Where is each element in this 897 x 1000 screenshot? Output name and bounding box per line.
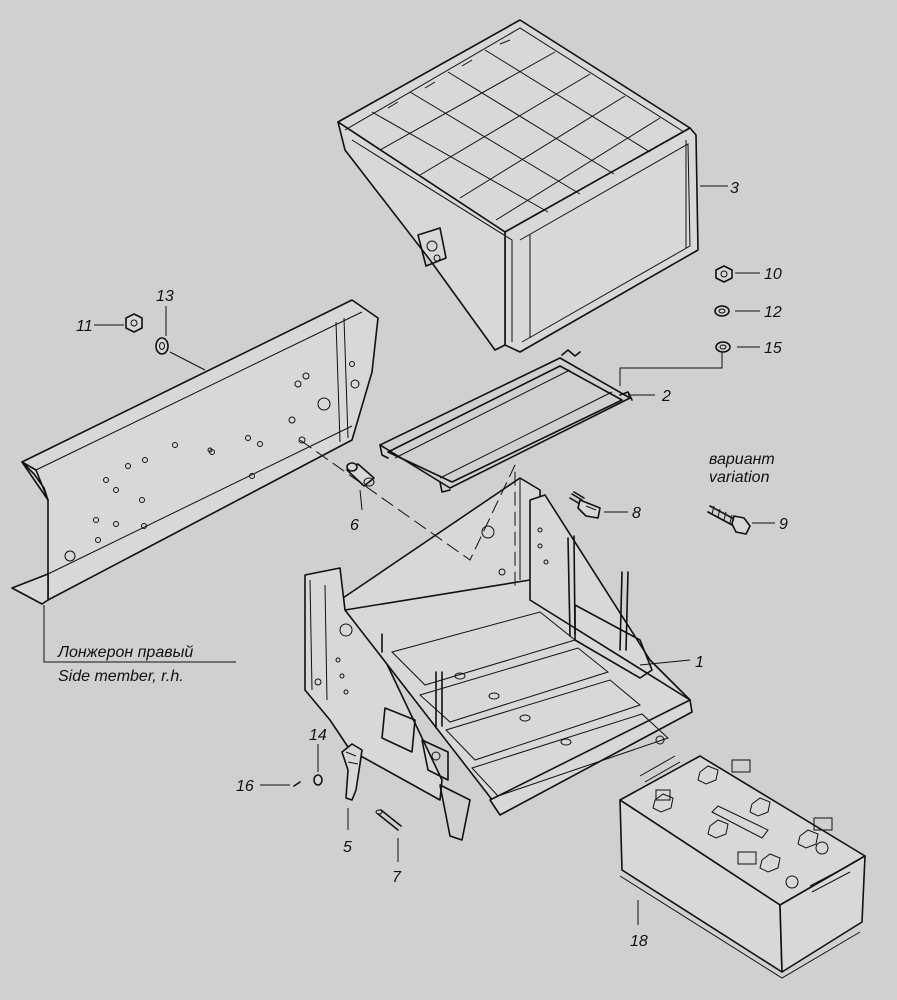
- label-part-5: 5: [343, 839, 352, 856]
- bolt-9: [707, 505, 751, 535]
- pin-7: [375, 809, 402, 831]
- label-part-13: 13: [156, 288, 174, 305]
- leader-lines: [43, 185, 775, 925]
- assembly-axis: [299, 439, 516, 590]
- battery: [619, 755, 866, 979]
- label-part-11: 11: [76, 318, 93, 335]
- label-part-16: 16: [236, 778, 254, 795]
- nut-10: [715, 265, 733, 283]
- clamp-frame: [379, 349, 633, 493]
- label-part-9: 9: [779, 516, 788, 533]
- variant-caption-ru: вариант: [709, 451, 775, 468]
- label-part-12: 12: [764, 304, 782, 321]
- label-part-14: 14: [309, 727, 327, 744]
- label-part-7: 7: [392, 869, 402, 886]
- washer-15: [715, 341, 731, 353]
- spacer-sleeve: [346, 462, 375, 487]
- label-part-3: 3: [730, 180, 739, 197]
- latch-handle: [341, 743, 363, 801]
- bolt-8: [569, 491, 601, 519]
- label-part-18: 18: [630, 933, 648, 950]
- washer-13: [155, 337, 169, 355]
- cotter-pin: [293, 781, 301, 787]
- label-part-10: 10: [764, 266, 782, 283]
- label-part-2: 2: [661, 388, 671, 405]
- side-member-caption-en: Side member, r.h.: [58, 668, 184, 685]
- variant-caption-en: variation: [709, 469, 770, 486]
- washer-14: [313, 774, 323, 786]
- label-part-8: 8: [632, 505, 641, 522]
- washer-12: [714, 305, 730, 317]
- label-part-15: 15: [764, 340, 782, 357]
- battery-cover: [337, 19, 699, 353]
- nut-11: [125, 313, 143, 333]
- battery-box: [304, 477, 693, 841]
- side-member-caption-ru: Лонжерон правый: [57, 644, 193, 661]
- label-part-6: 6: [350, 517, 359, 534]
- label-part-1: 1: [695, 654, 704, 671]
- side-member: [11, 299, 379, 605]
